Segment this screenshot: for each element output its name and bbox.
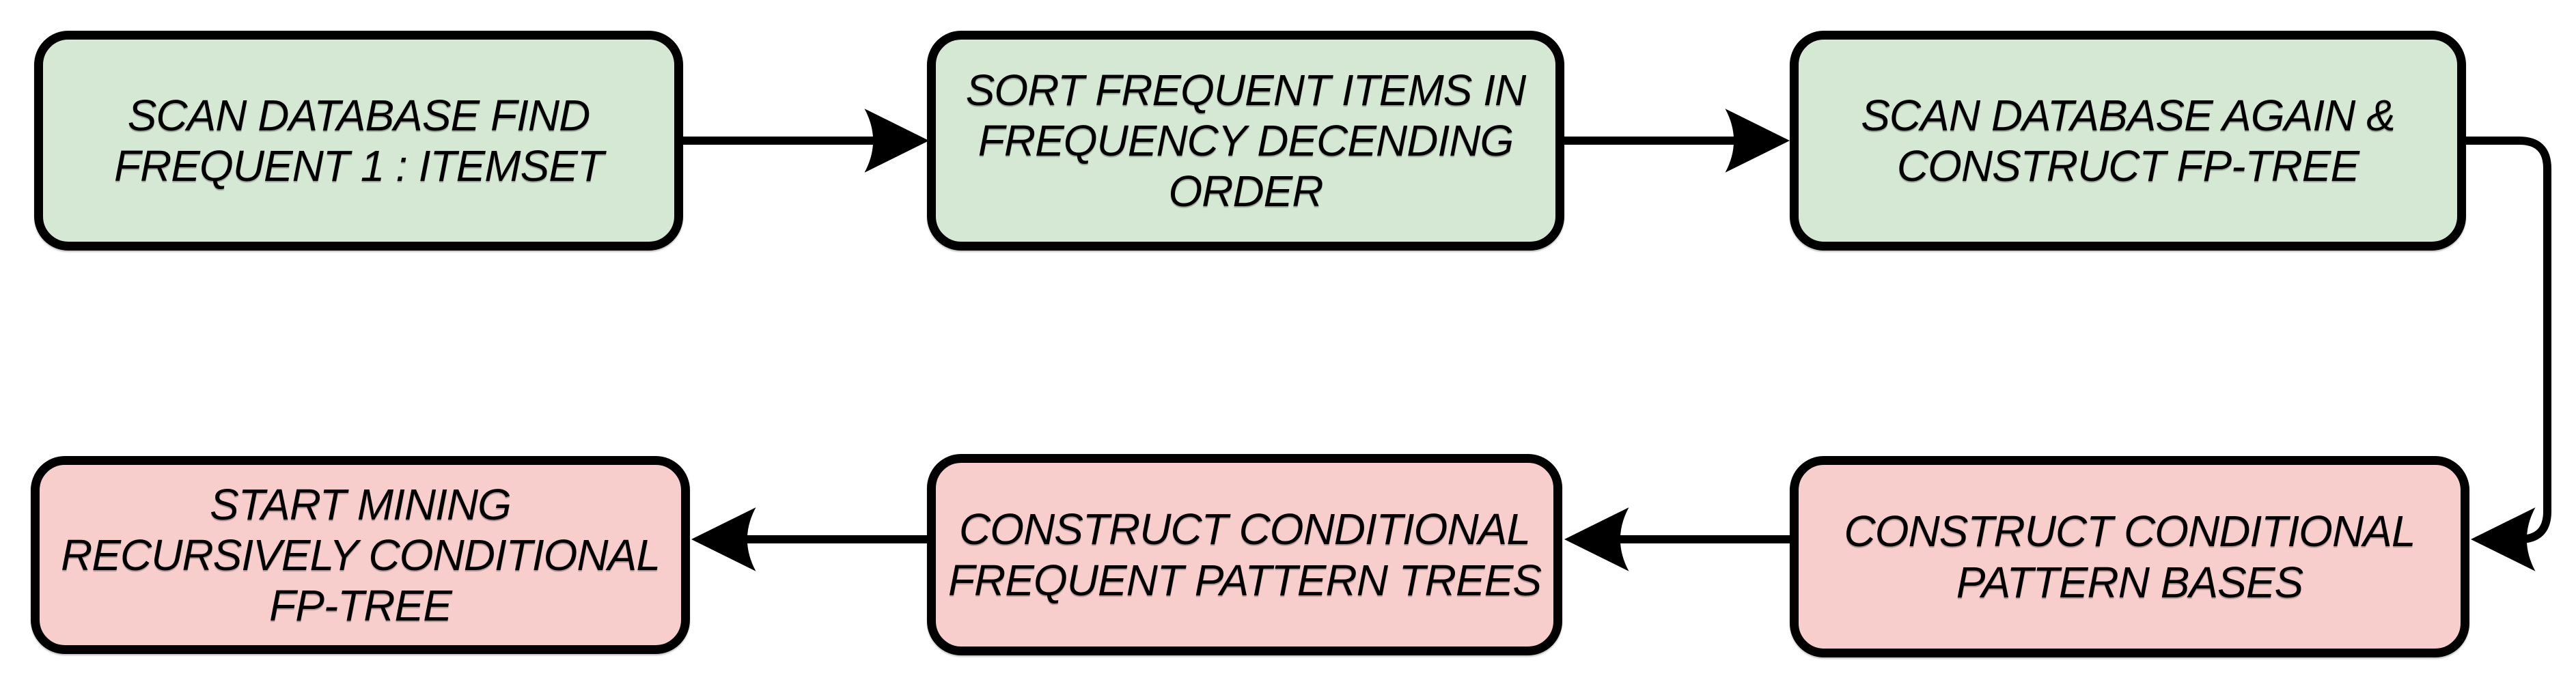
node-construct-conditional-frequent-pattern-trees: CONSTRUCT CONDITIONAL FREQUENT PATTERN T… <box>927 454 1562 655</box>
node-label: SCAN DATABASE FIND FREQUENT 1 : ITEMSET <box>113 90 604 190</box>
node-construct-conditional-pattern-bases: CONSTRUCT CONDITIONAL PATTERN BASES <box>1790 456 2469 657</box>
node-label: START MINING RECURSIVELY CONDITIONAL FP-… <box>61 479 661 631</box>
node-label: CONSTRUCT CONDITIONAL FREQUENT PATTERN T… <box>947 505 1542 605</box>
node-label: SCAN DATABASE AGAIN & CONSTRUCT FP-TREE <box>1861 90 2396 190</box>
node-label: SORT FREQUENT ITEMS IN FREQUENCY DECENDI… <box>965 65 1527 216</box>
node-sort-frequent-items: SORT FREQUENT ITEMS IN FREQUENCY DECENDI… <box>927 31 1564 251</box>
arrow-fp-tree-to-pattern-bases <box>2463 137 2551 571</box>
node-start-mining-recursively: START MINING RECURSIVELY CONDITIONAL FP-… <box>31 456 690 654</box>
node-scan-database-find-frequent-itemset: SCAN DATABASE FIND FREQUENT 1 : ITEMSET <box>34 31 683 251</box>
node-scan-database-again-construct-fp-tree: SCAN DATABASE AGAIN & CONSTRUCT FP-TREE <box>1790 31 2466 251</box>
node-label: CONSTRUCT CONDITIONAL PATTERN BASES <box>1844 507 2416 607</box>
